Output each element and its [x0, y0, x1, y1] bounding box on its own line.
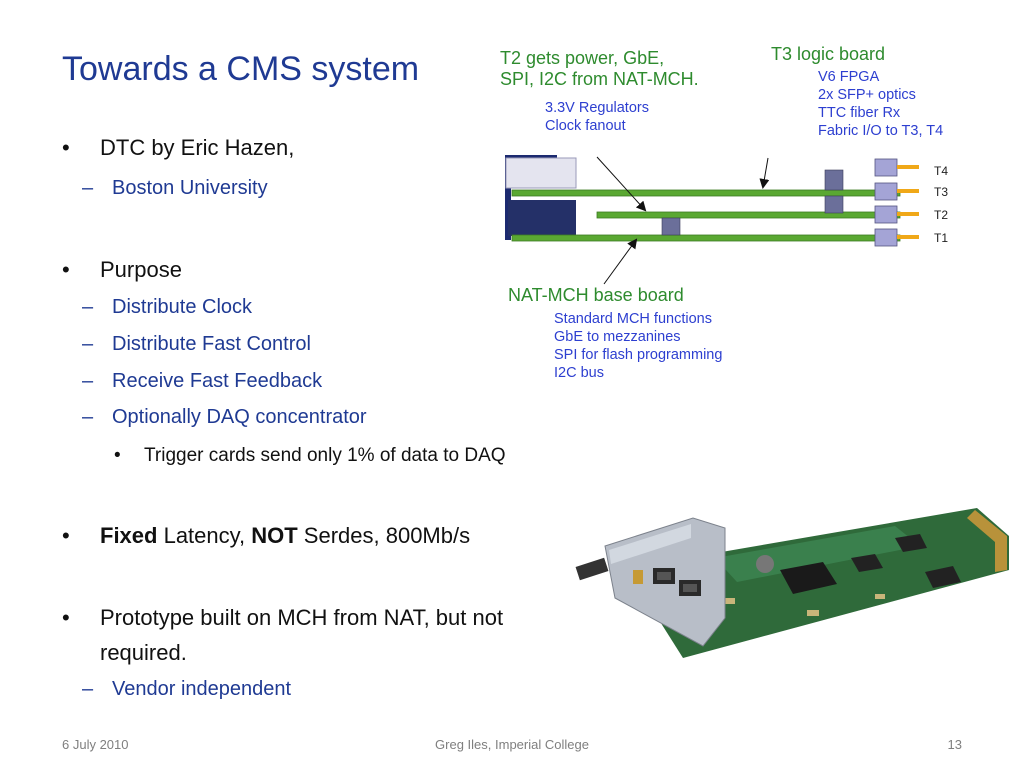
- stack-connector: [661, 217, 681, 236]
- edge-connector-t3: [874, 182, 898, 201]
- slide-title: Towards a CMS system: [62, 50, 420, 88]
- front-panel-lower-block: [508, 200, 576, 236]
- t3-board: [511, 189, 901, 197]
- stack-connector: [824, 195, 844, 214]
- connector-pin: [897, 235, 919, 239]
- not-word: NOT: [251, 523, 298, 548]
- chip: [895, 534, 927, 552]
- arrow-t2: [596, 156, 647, 212]
- port-inner: [683, 584, 697, 592]
- chip: [925, 566, 961, 588]
- faceplate-top: [609, 524, 691, 564]
- component: [875, 594, 885, 599]
- base-board: [511, 234, 901, 242]
- tier-label-t1: T1: [934, 231, 949, 245]
- fpga-chip: [780, 562, 837, 594]
- gold-edge-connector: [967, 510, 1007, 572]
- footer-date: 6 July 2010: [62, 737, 129, 752]
- t2-heading: T2 gets power, GbE, SPI, I2C from NAT-MC…: [500, 48, 699, 89]
- t2-board: [596, 211, 901, 219]
- t3-items: V6 FPGA 2x SFP+ optics TTC fiber Rx Fabr…: [818, 69, 944, 139]
- component: [807, 610, 819, 616]
- edge-connector-t4: [874, 158, 898, 177]
- base-board-items: Standard MCH functions GbE to mezzanines…: [554, 311, 723, 381]
- front-panel-upper-block: [505, 157, 577, 189]
- edge-connector-t1: [874, 228, 898, 247]
- base-board-heading: NAT-MCH base board: [508, 285, 684, 305]
- footer-author: Greg Iles, Imperial College: [435, 737, 589, 752]
- stack-connector: [824, 169, 844, 191]
- battery: [756, 555, 774, 573]
- tier-label-t2: T2: [934, 208, 949, 222]
- edge-connector-t2: [874, 205, 898, 224]
- port-inner: [657, 572, 671, 580]
- footer-page-number: 13: [947, 737, 962, 752]
- mch-board-photo: [575, 508, 1009, 658]
- tier-label-t3: T3: [934, 185, 949, 199]
- fixed-word: Fixed: [100, 523, 158, 548]
- arrow-base-board: [603, 238, 638, 285]
- chip: [851, 554, 883, 572]
- component: [725, 598, 735, 604]
- ejector-handle: [575, 557, 609, 581]
- t3-heading: T3 logic board: [771, 44, 886, 64]
- coax-connector: [633, 570, 643, 584]
- arrow-t3: [759, 157, 770, 189]
- connector-pin: [897, 212, 919, 216]
- tier-label-t4: T4: [934, 164, 949, 178]
- connector-pin: [897, 189, 919, 193]
- t2-items: 3.3V Regulators Clock fanout: [545, 100, 649, 134]
- connector-pin: [897, 165, 919, 169]
